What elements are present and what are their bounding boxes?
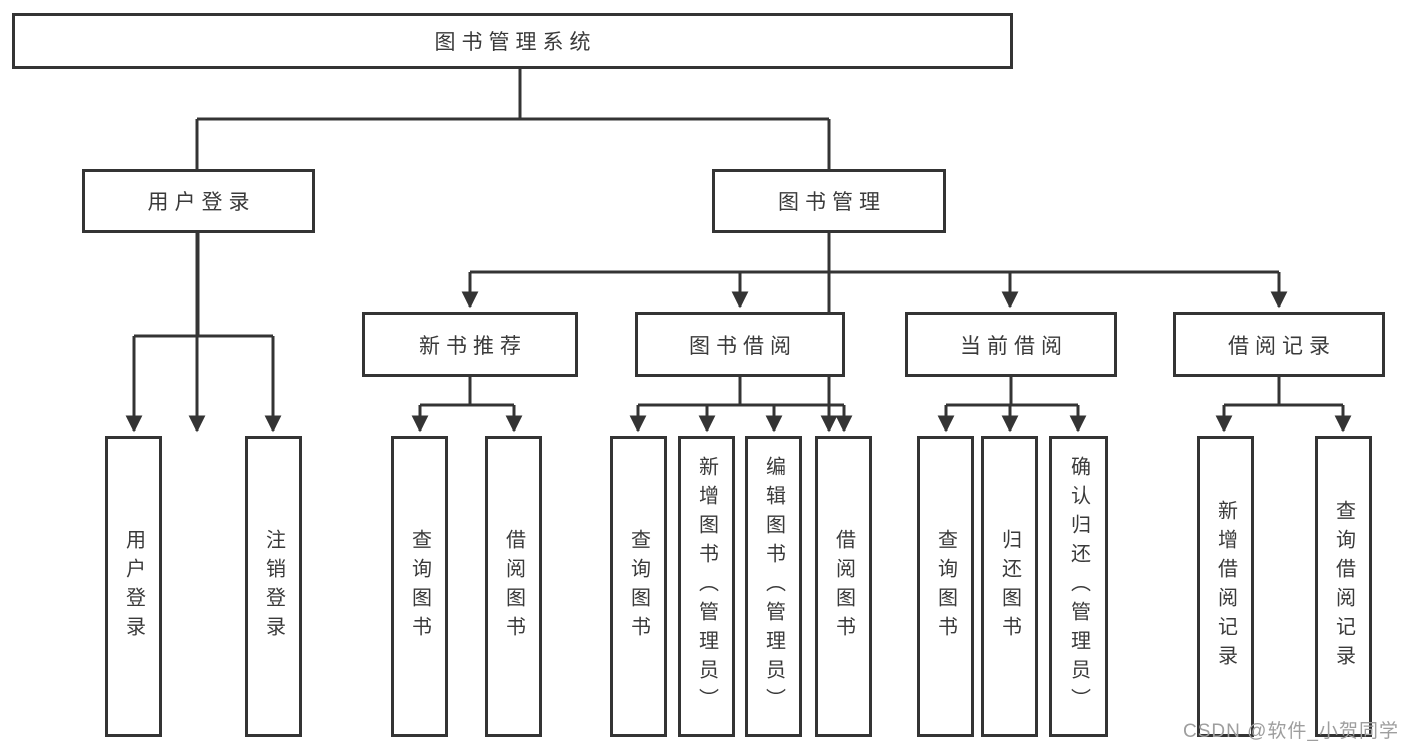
node-user-login: 用户登录 bbox=[82, 169, 315, 233]
node-book-management: 图书管理 bbox=[712, 169, 946, 233]
leaf-logout: 注销登录 bbox=[245, 436, 302, 737]
leaf-label: 查询借阅记录 bbox=[1332, 499, 1355, 674]
node-label: 新书推荐 bbox=[419, 334, 527, 358]
leaf-label: 借阅图书 bbox=[502, 528, 525, 645]
leaf-label: 查询图书 bbox=[934, 528, 957, 645]
node-label: 图书管理系统 bbox=[434, 31, 597, 54]
leaf-return-book: 归还图书 bbox=[981, 436, 1038, 737]
node-system-root: 图书管理系统 bbox=[12, 13, 1013, 69]
leaf-label: 归还图书 bbox=[998, 528, 1021, 645]
node-new-book-recommend: 新书推荐 bbox=[362, 312, 578, 377]
leaf-label: 新增借阅记录 bbox=[1214, 499, 1237, 674]
node-label: 当前借阅 bbox=[960, 334, 1068, 358]
leaf-label: 用户登录 bbox=[122, 528, 145, 645]
csdn-watermark: CSDN @软件_小贺同学 bbox=[1183, 721, 1399, 742]
node-borrowing-records: 借阅记录 bbox=[1173, 312, 1385, 377]
leaf-label: 新增图书（管理员） bbox=[695, 456, 718, 717]
node-current-borrowing: 当前借阅 bbox=[905, 312, 1117, 377]
node-label: 图书管理 bbox=[778, 191, 886, 214]
leaf-label: 查询图书 bbox=[627, 528, 650, 645]
leaf-label: 注销登录 bbox=[262, 528, 285, 645]
leaf-label: 查询图书 bbox=[408, 528, 431, 645]
leaf-label: 借阅图书 bbox=[832, 528, 855, 645]
leaf-label: 确认归还（管理员） bbox=[1067, 456, 1090, 717]
leaf-add-book-admin: 新增图书（管理员） bbox=[678, 436, 735, 737]
node-book-borrowing: 图书借阅 bbox=[635, 312, 845, 377]
node-label: 用户登录 bbox=[147, 191, 256, 214]
leaf-query-books-currentsec: 查询图书 bbox=[917, 436, 974, 737]
leaf-label: 编辑图书（管理员） bbox=[762, 456, 785, 717]
leaf-confirm-return-admin: 确认归还（管理员） bbox=[1049, 436, 1108, 737]
leaf-query-borrow-record: 查询借阅记录 bbox=[1315, 436, 1372, 737]
leaf-query-books-borrowsec: 查询图书 bbox=[610, 436, 667, 737]
leaf-add-borrow-record: 新增借阅记录 bbox=[1197, 436, 1254, 737]
leaf-user-login: 用户登录 bbox=[105, 436, 162, 737]
leaf-borrow-books-borrowsec: 借阅图书 bbox=[815, 436, 872, 737]
leaf-query-books-newrec: 查询图书 bbox=[391, 436, 448, 737]
leaf-borrow-books-newrec: 借阅图书 bbox=[485, 436, 542, 737]
node-label: 图书借阅 bbox=[689, 334, 797, 358]
leaf-edit-book-admin: 编辑图书（管理员） bbox=[745, 436, 802, 737]
node-label: 借阅记录 bbox=[1228, 334, 1336, 358]
